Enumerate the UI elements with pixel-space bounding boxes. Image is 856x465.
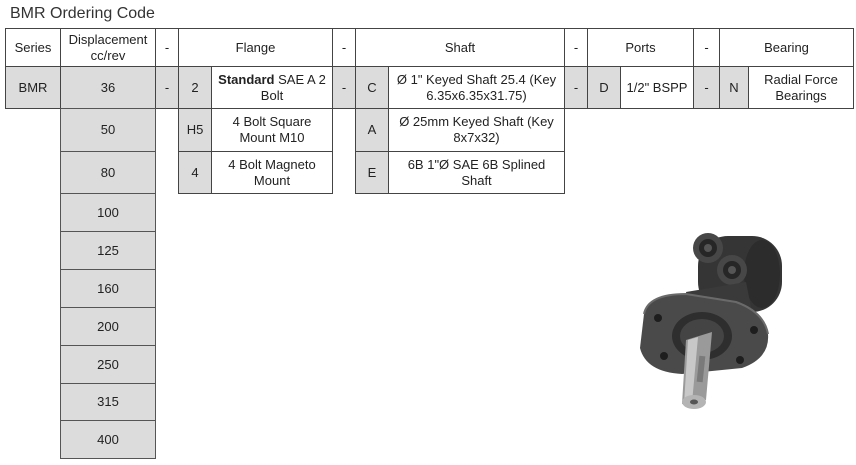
flange-code: 2 bbox=[178, 66, 212, 109]
displacement-option: 80 bbox=[60, 151, 156, 194]
header-separator: - bbox=[332, 28, 356, 67]
header-displacement: Displacement cc/rev bbox=[60, 28, 156, 67]
shaft-option-description: 6B 1"Ø SAE 6B Splined Shaft bbox=[388, 151, 565, 194]
series-value: BMR bbox=[5, 66, 61, 109]
header-separator: - bbox=[564, 28, 588, 67]
flange-option-description: 4 Bolt Magneto Mount bbox=[211, 151, 333, 194]
header-bearing: Bearing bbox=[719, 28, 854, 67]
displacement-option: 125 bbox=[60, 231, 156, 270]
displacement-option: 200 bbox=[60, 307, 156, 346]
displacement-option: 160 bbox=[60, 269, 156, 308]
ports-code: D bbox=[587, 66, 621, 109]
displacement-option: 315 bbox=[60, 383, 156, 421]
displacement-option: 100 bbox=[60, 193, 156, 232]
row-separator: - bbox=[693, 66, 720, 109]
row-separator: - bbox=[332, 66, 356, 109]
row-separator: - bbox=[564, 66, 588, 109]
bearing-description: Radial Force Bearings bbox=[748, 66, 854, 109]
page-title: BMR Ordering Code bbox=[10, 5, 155, 22]
displacement-value: 36 bbox=[60, 66, 156, 109]
shaft-option-description: Ø 25mm Keyed Shaft (Key 8x7x32) bbox=[388, 108, 565, 152]
flange-option-code: 4 bbox=[178, 151, 212, 194]
flange-standard-label: Standard bbox=[218, 71, 275, 87]
header-shaft: Shaft bbox=[355, 28, 565, 67]
displacement-option: 400 bbox=[60, 420, 156, 459]
row-separator: - bbox=[155, 66, 179, 109]
header-flange: Flange bbox=[178, 28, 333, 67]
header-separator: - bbox=[155, 28, 179, 67]
flange-description: Standard SAE A 2 Bolt bbox=[211, 66, 333, 109]
header-separator: - bbox=[693, 28, 720, 67]
ports-description: 1/2" BSPP bbox=[620, 66, 694, 109]
flange-standard-detail: SAE A 2 Bolt bbox=[260, 71, 326, 103]
header-series: Series bbox=[5, 28, 61, 67]
shaft-code: C bbox=[355, 66, 389, 109]
displacement-option: 250 bbox=[60, 345, 156, 384]
displacement-option: 50 bbox=[60, 108, 156, 152]
flange-option-description: 4 Bolt Square Mount M10 bbox=[211, 108, 333, 152]
shaft-option-code: A bbox=[355, 108, 389, 152]
flange-option-code: H5 bbox=[178, 108, 212, 152]
bearing-code: N bbox=[719, 66, 749, 109]
header-ports: Ports bbox=[587, 28, 694, 67]
shaft-option-code: E bbox=[355, 151, 389, 194]
hydraulic-motor-image bbox=[640, 233, 782, 409]
shaft-description: Ø 1" Keyed Shaft 25.4 (Key 6.35x6.35x31.… bbox=[388, 66, 565, 109]
